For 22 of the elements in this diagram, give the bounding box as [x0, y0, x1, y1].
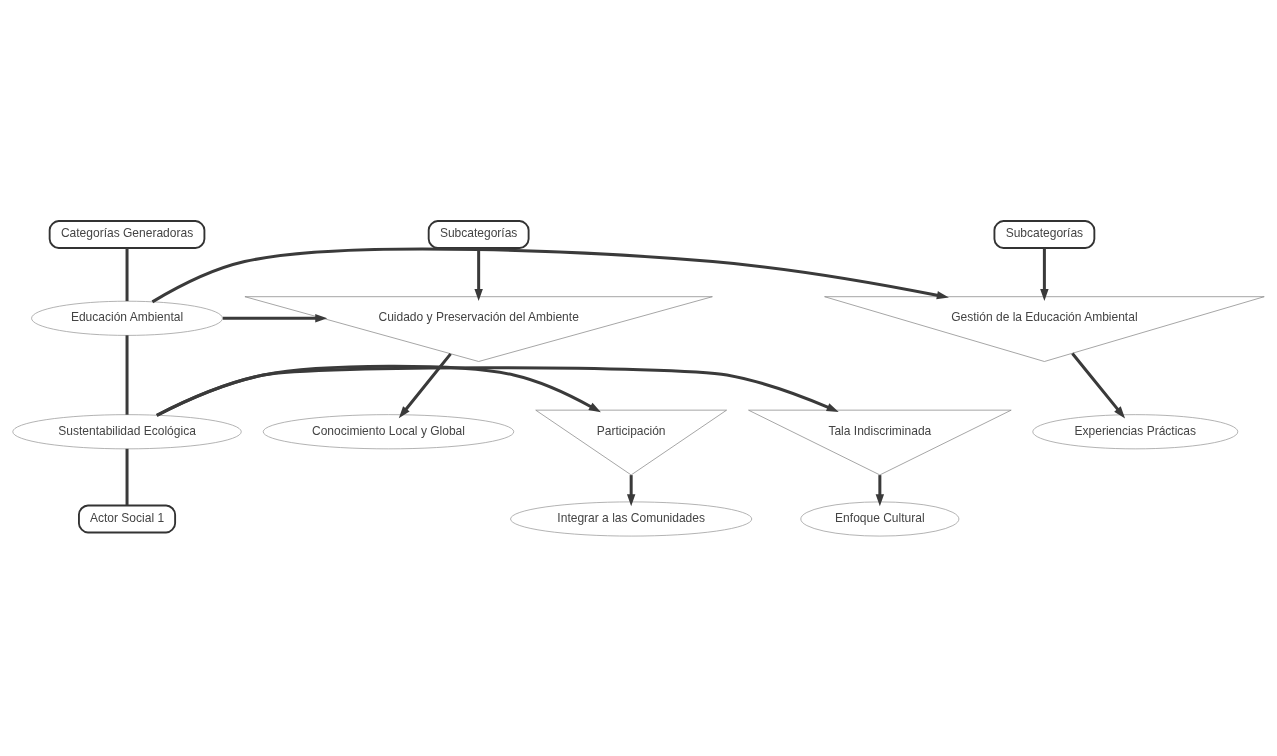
node-ellipse: Experiencias Prácticas — [1032, 413, 1239, 449]
node-box: Categorías Generadoras — [48, 219, 206, 249]
node-box: Actor Social 1 — [78, 504, 177, 533]
node-ellipse: Educación Ambiental — [31, 300, 223, 336]
node-ellipse: Enfoque Cultural — [800, 501, 960, 536]
node-box: Subcategorías — [427, 219, 530, 249]
arrow — [151, 247, 949, 303]
arrow — [875, 474, 885, 506]
arrow — [156, 365, 839, 417]
connector — [125, 448, 129, 505]
node-ellipse: Conocimiento Local y Global — [262, 413, 515, 449]
arrow — [626, 474, 636, 506]
arrow — [1040, 247, 1049, 301]
node-ellipse: Integrar a las Comunidades — [510, 501, 753, 536]
node-box: Subcategorías — [993, 219, 1096, 249]
arrow — [398, 352, 452, 418]
node-ellipse: Sustentabilidad Ecológica — [12, 413, 242, 449]
connector — [125, 334, 129, 415]
arrow — [222, 313, 328, 323]
connector — [125, 247, 129, 301]
arrow — [1071, 352, 1126, 418]
arrow — [156, 364, 601, 417]
